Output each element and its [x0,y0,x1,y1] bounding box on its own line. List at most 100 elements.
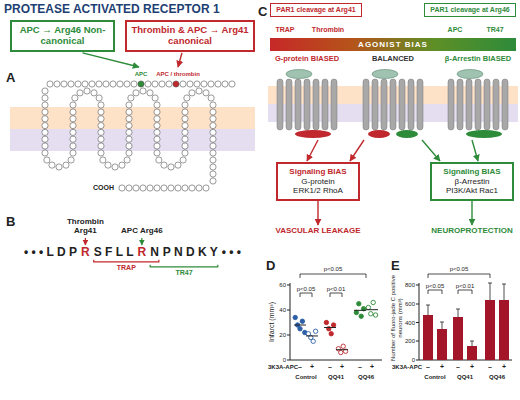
residue-circle [222,81,228,87]
membrane-outer [10,107,255,129]
node-text: Thrombin & APC → Arg41 canonical [130,25,250,47]
residue-circle [131,81,137,87]
residue-circle [152,81,158,87]
data-point [324,320,328,324]
residue-circle [126,123,132,129]
group-label: QQ41 [457,374,473,381]
bar [453,317,463,360]
residue-circle [42,136,48,142]
receptor-n-terminus [457,70,483,79]
residue-circle [210,171,216,177]
cleavage-arrow [85,238,86,245]
node-text: AGONIST BIAS [270,40,516,49]
group-label: Control [295,374,316,381]
data-point [357,302,361,306]
treatment-sign: + [370,363,374,371]
receptor-helix [372,79,378,130]
receptor-helix [408,79,414,130]
peptide-bracket [150,265,218,267]
group-label: QQ46 [358,374,374,381]
residue-circle [138,81,144,87]
residue-circle [98,116,104,122]
data-point [331,323,335,327]
axis-title: Number of fluoro-jade C positive neurons… [390,274,404,362]
residue-circle [70,123,76,129]
axis-title: Infarct (mm³) [268,302,276,342]
receptor-helix [295,79,301,130]
residue-circle [166,81,172,87]
residue-circle [68,157,74,163]
receptor-helix [484,79,490,130]
mean-line [354,310,366,311]
residue-circle [68,81,74,87]
mean-line [306,335,318,336]
residue-circle [203,185,209,191]
cleavage-box: Thrombin & APC → Arg41 canonical [125,20,255,52]
residue-circle [42,88,48,94]
residue-circle [184,95,190,101]
residue-circle [70,102,76,108]
residue-circle [229,81,235,87]
data-point [293,315,297,319]
residue-circle [210,178,216,184]
residue-circle [175,162,181,168]
residue-circle [154,143,160,149]
node-text: G-protein ERK1/2 RhoA [291,177,345,195]
cleavage-box: APC → Arg46 Non-canonical [10,20,115,52]
receptor-n-terminus [372,70,398,79]
residue-circle [126,116,132,122]
treatment-sign: + [340,363,344,371]
tick-label: 0 [412,357,415,364]
site-label: APC / thrombin [156,71,200,78]
residue-circle [63,162,69,168]
receptor-helix [304,79,310,130]
node-text: APC → Arg46 Non-canonical [15,25,110,47]
residue-circle [126,109,132,115]
residue-circle [47,81,53,87]
residue-circle [154,123,160,129]
residue-circle [124,157,130,163]
residue-circle [210,157,216,163]
residue-circle [182,123,188,129]
outcome-label: NEUROPROTECTION [416,226,520,235]
sequence-residue: N [150,246,159,260]
residue-circle [98,102,104,108]
residue-circle [42,143,48,149]
data-point [366,305,370,309]
residue-circle [168,185,174,191]
receptor-helix [363,79,369,130]
treatment-sign: – [328,363,332,371]
agonist-label: TRAP [275,26,294,34]
receptor-helix [466,79,472,130]
treatment-sign: – [426,363,430,371]
tick-label: 600 [405,301,415,308]
residue-circle [77,90,83,96]
bar-group [423,300,509,360]
sequence-residue: R [81,246,90,260]
residue-circle [98,143,104,149]
cleavage-label: APC Arg46 [118,227,166,236]
residue-circle [147,90,153,96]
cleavage-arrow [141,238,142,245]
receptor-helix [417,79,423,130]
bar [423,315,433,360]
panel-letter: B [6,215,15,230]
receptor-helix [322,79,328,130]
connector-arrow [317,201,318,225]
receptor-snake-plot [42,81,235,191]
outcome-label: VASCULAR LEAKAGE [262,226,374,235]
residue-circle [145,81,151,87]
residue-circle [182,129,188,135]
residue-circle [210,102,216,108]
residue-circle [126,150,132,156]
bar [467,346,477,360]
receptor-state: BALANCED [356,55,430,140]
residue-circle [208,81,214,87]
residue-circle [42,129,48,135]
residue-circle [98,109,104,115]
treatment-sign: – [358,363,362,371]
sequence-residues: S F L L [94,246,134,260]
residue-circle [42,102,48,108]
cleavage-label: Thrombin Arg41 [61,218,109,236]
residue-circle [49,162,55,168]
